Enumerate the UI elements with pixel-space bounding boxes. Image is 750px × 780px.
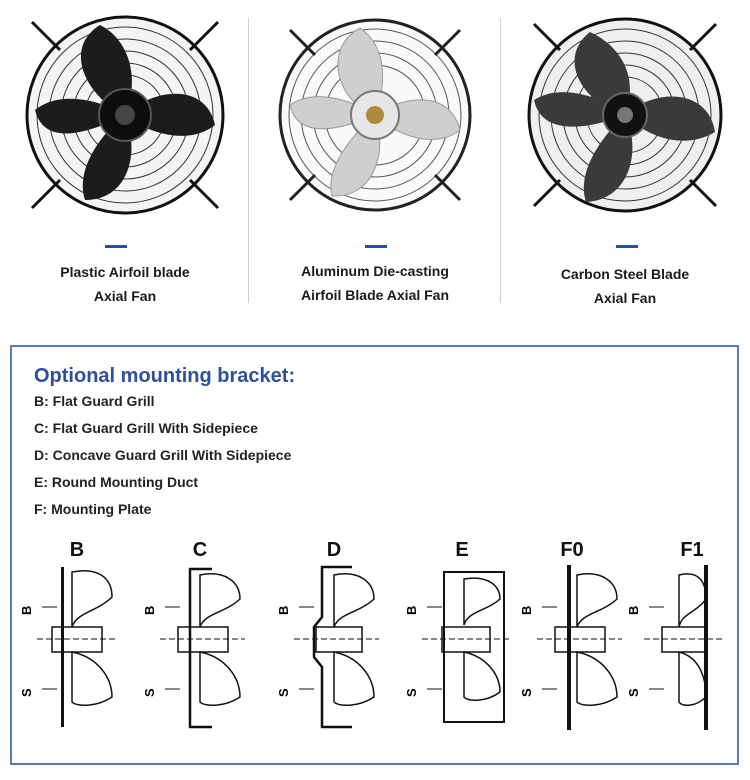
side-label-s: S [19, 688, 34, 697]
svg-text:S: S [519, 688, 534, 697]
bracket-option: C: Flat Guard Grill With Sidepiece [34, 420, 258, 436]
fan-caption-line2: Axial Fan [93, 288, 157, 304]
plastic-fan-image [25, 15, 225, 215]
svg-text:B: B [142, 606, 157, 615]
caption-dash [616, 245, 638, 248]
diagram-d-concave-guard: B S [276, 565, 379, 729]
fan-card-aluminum: Aluminum Die-casting Airfoil Blade Axial… [250, 0, 500, 310]
side-label-b: B [19, 606, 34, 615]
svg-text:B: B [276, 606, 291, 615]
fan-caption-line2: Axial Fan [593, 290, 657, 306]
bracket-option: D: Concave Guard Grill With Sidepiece [34, 447, 292, 463]
fan-card-carbon-steel: Carbon Steel Blade Axial Fan [500, 0, 750, 310]
svg-text:B: B [626, 606, 641, 615]
mounting-bracket-panel: Optional mounting bracket: B: Flat Guard… [10, 345, 739, 765]
svg-text:S: S [276, 688, 291, 697]
bracket-option: B: Flat Guard Grill [34, 393, 155, 409]
fan-caption-line2: Airfoil Blade Axial Fan [300, 287, 450, 303]
column-divider [500, 18, 501, 303]
diagram-label: C [192, 539, 208, 561]
diagram-c-flat-guard-sidepiece: B S [142, 567, 245, 729]
diagram-f1-mounting-plate: B S [626, 565, 724, 730]
fan-types-section: Plastic Airfoil blade Axial Fan Aluminum… [0, 0, 750, 310]
diagram-label: F1 [680, 539, 704, 561]
diagram-label: E [455, 539, 469, 561]
bracket-option: F: Mounting Plate [34, 501, 152, 517]
diagram-label: F0 [560, 539, 584, 561]
svg-text:B: B [519, 606, 534, 615]
bracket-option: E: Round Mounting Duct [34, 474, 199, 490]
svg-text:S: S [142, 688, 157, 697]
caption-dash [105, 245, 127, 248]
column-divider [248, 18, 249, 303]
diagram-label: D [326, 539, 342, 561]
diagram-b-flat-guard: B S [19, 567, 117, 727]
diagram-e-round-duct: B S [404, 571, 510, 723]
fan-caption-line1: Carbon Steel Blade [560, 266, 690, 282]
diagram-label: B [69, 539, 85, 561]
caption-dash [365, 245, 387, 248]
aluminum-fan-image [278, 18, 472, 212]
panel-title: Optional mounting bracket: [34, 365, 296, 387]
svg-text:B: B [404, 606, 419, 615]
svg-text:S: S [404, 688, 419, 697]
fan-card-plastic: Plastic Airfoil blade Axial Fan [0, 0, 250, 310]
svg-text:S: S [626, 688, 641, 697]
fan-caption-line1: Plastic Airfoil blade [60, 264, 190, 280]
carbon-steel-fan-image [527, 17, 723, 213]
fan-caption-line1: Aluminum Die-casting [301, 263, 449, 279]
diagram-f0-mounting-plate: B S [519, 565, 622, 730]
